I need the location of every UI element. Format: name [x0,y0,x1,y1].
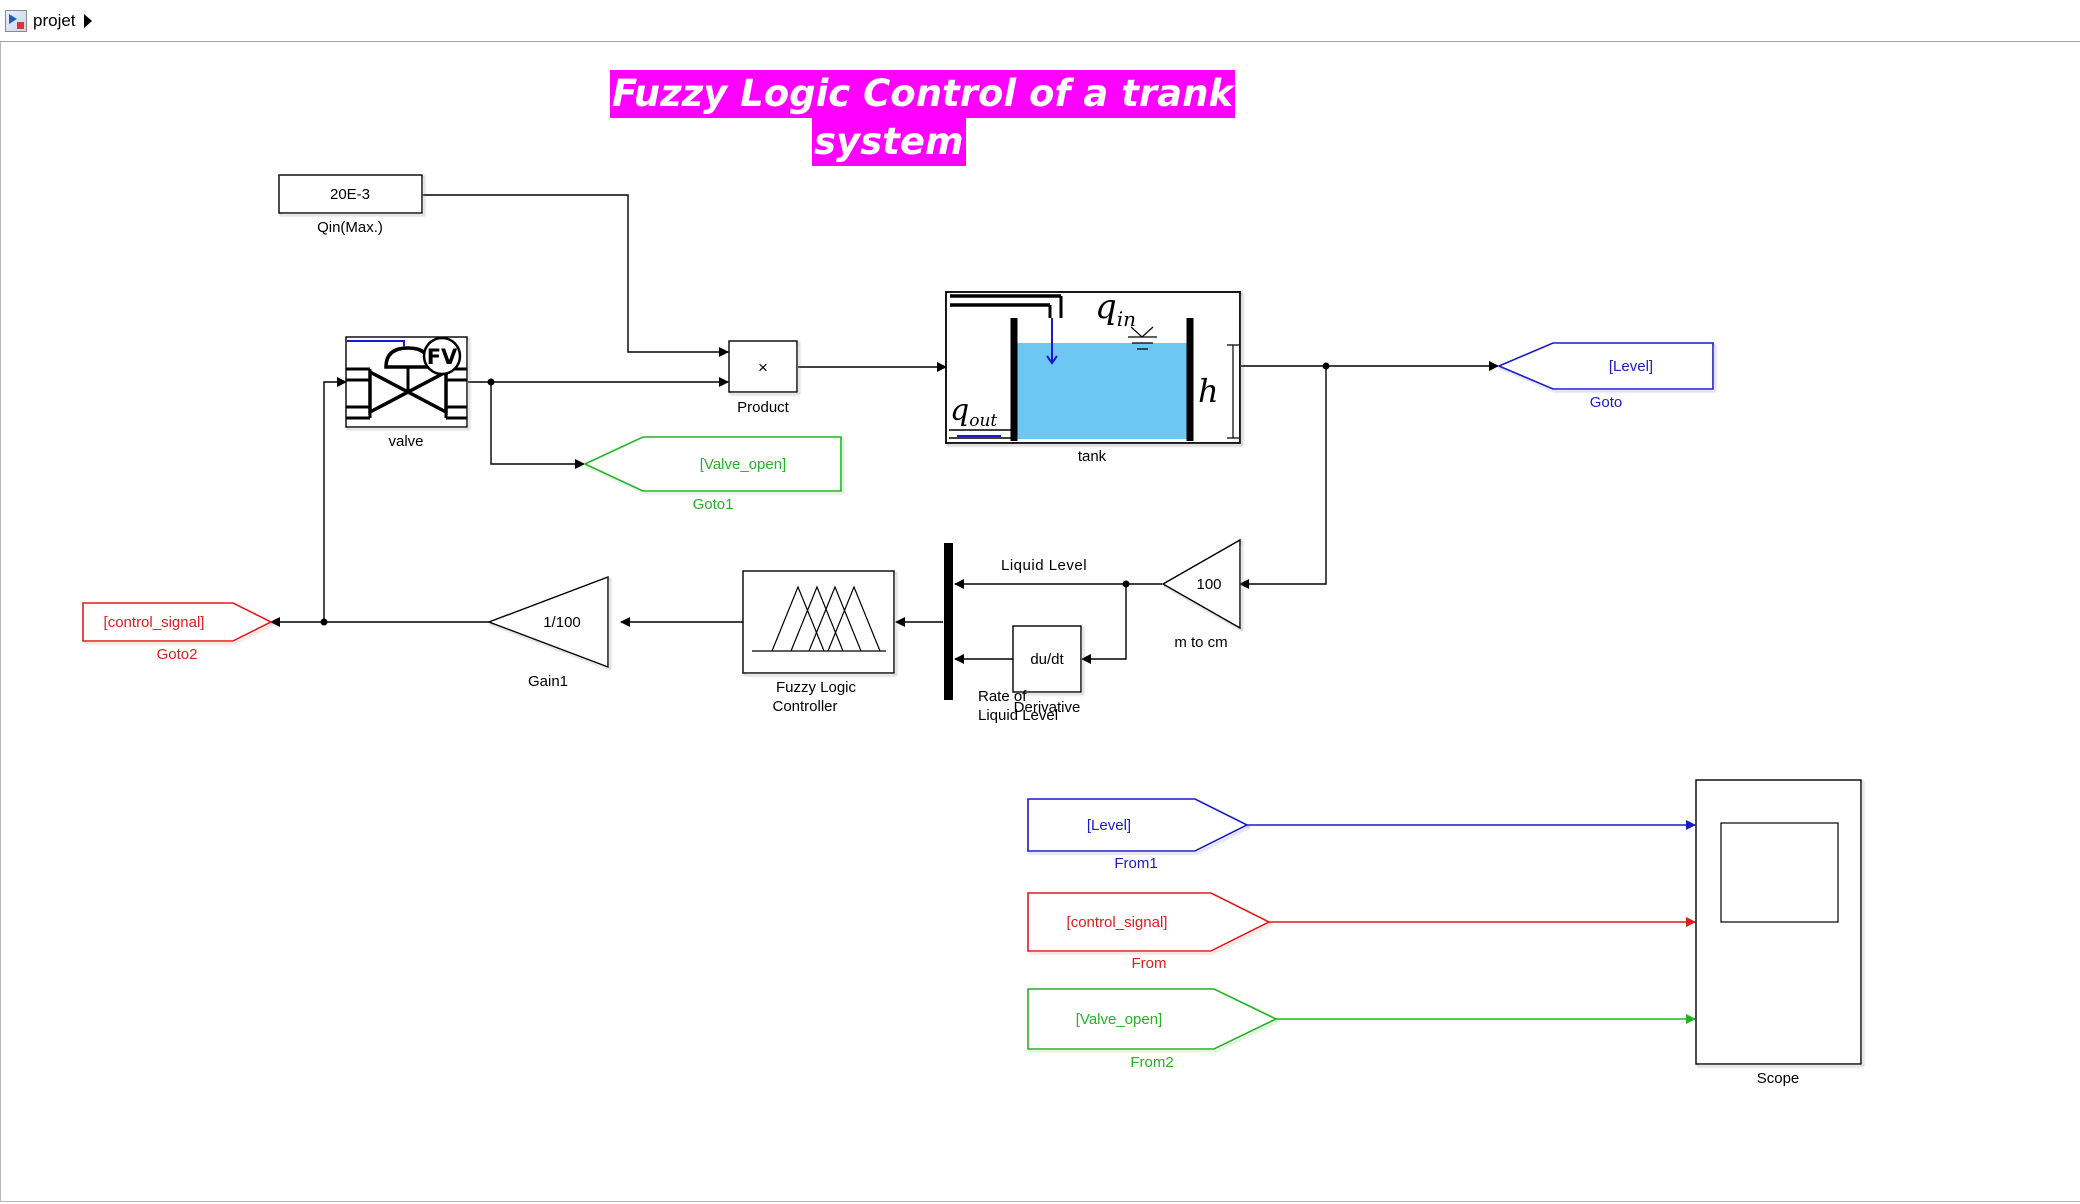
block-m-to-cm[interactable]: 100 m to cm [1161,538,1241,651]
line-level-to-gain[interactable] [1239,366,1327,589]
block-name-goto: Goto [1590,394,1623,411]
title-annotation-line2[interactable]: system [812,118,966,166]
derivative-block-body[interactable] [1012,625,1082,693]
block-name-scope: Scope [1757,1070,1800,1087]
block-gain1[interactable]: 1/100 Gain1 [487,575,609,690]
block-from1[interactable]: [Level] From1 [1027,798,1249,872]
scope-signal-lines [1247,820,1696,1024]
goto1-shape[interactable] [583,436,842,492]
derivative-value: du/dt [1030,651,1064,668]
from2-shape[interactable] [1027,988,1278,1050]
block-mux[interactable] [944,543,953,700]
scope-screen-icon [1720,822,1839,923]
block-goto1[interactable]: [Valve_open] Goto1 [583,436,842,513]
branch-points [320,362,1330,626]
block-tank[interactable]: qin qout h tank [945,287,1241,465]
signal-label-liquid-level: Liquid Level [1001,557,1087,574]
block-name-from2: From2 [1130,1054,1173,1071]
tank-icon [949,294,1239,441]
block-diagram: 20E-3 Qin(Max.) × Product FV valve [82,174,1862,1087]
mux-bar[interactable] [944,543,953,700]
block-name-tank: tank [1078,448,1107,465]
breadcrumb-model[interactable]: projet [33,10,76,30]
block-name-fuzzy-line2: Controller [772,698,837,715]
from-shape[interactable] [1027,892,1271,952]
block-name-fuzzy-line1: Fuzzy Logic [776,679,857,696]
tank-h-label: h [1198,372,1219,410]
chevron-right-icon[interactable] [83,13,92,28]
gain1-value: 1/100 [543,614,581,631]
from1-tag: [Level] [1087,817,1131,834]
line-qin-to-product[interactable] [422,194,729,357]
line-to-derivative[interactable] [1081,584,1127,664]
breadcrumb-bar: projet [0,0,2080,42]
signal-label-rate-line1: Rate of [978,688,1027,705]
valve-icon [346,336,467,420]
block-name-valve: valve [388,433,423,450]
block-scope[interactable]: Scope [1695,779,1862,1087]
block-name-goto1: Goto1 [693,496,734,513]
block-name-qin-max: Qin(Max.) [317,219,383,236]
from1-shape[interactable] [1027,798,1249,852]
block-name-goto2: Goto2 [157,646,198,663]
block-fuzzy-logic-controller[interactable]: Fuzzy Logic Controller [742,570,895,715]
simulink-model-icon[interactable] [5,9,27,32]
block-valve[interactable]: FV valve [345,336,468,450]
block-name-gain1: Gain1 [528,673,568,690]
line-valve-to-goto1[interactable] [490,382,585,469]
block-name-derivative: Derivative [1014,699,1081,716]
branch-point [487,378,495,386]
line-control-to-valve[interactable] [323,377,347,622]
block-product[interactable]: × Product [728,340,798,416]
tank-qout-label: qout [950,393,997,431]
from-tag: [control_signal] [1067,914,1168,931]
model-canvas[interactable]: Fuzzy Logic Control of a trank system [0,42,2080,1202]
block-from2[interactable]: [Valve_open] From2 [1027,988,1278,1071]
block-qin-max[interactable]: 20E-3 Qin(Max.) [278,174,423,236]
block-name-from: From [1132,955,1167,972]
product-block-body[interactable] [728,340,798,393]
title-annotation-line1[interactable]: Fuzzy Logic Control of a trank [610,70,1236,118]
block-goto-level[interactable]: [Level] Goto [1496,342,1714,411]
tank-qin-label: qin [1095,287,1136,331]
block-from[interactable]: [control_signal] From [1027,892,1271,972]
signal-label-rate-line2: Liquid Level [978,707,1058,724]
fuzzy-block-body[interactable] [742,570,895,674]
goto-level-tag: [Level] [1609,358,1653,375]
goto2-shape[interactable] [82,602,273,642]
goto-level-shape[interactable] [1496,342,1714,390]
block-derivative[interactable]: du/dt Derivative [1012,625,1082,716]
constant-block-body[interactable] [278,174,423,214]
block-goto2[interactable]: [control_signal] Goto2 [82,602,273,663]
goto2-tag: [control_signal] [104,614,205,631]
gain-value: 100 [1196,576,1221,593]
membership-functions-icon [752,585,886,652]
block-name-m-to-cm: m to cm [1174,634,1227,651]
constant-value: 20E-3 [330,186,370,203]
branch-point [1322,362,1330,370]
gain-triangle[interactable] [1161,538,1241,630]
valve-icon-label: FV [427,345,458,369]
block-name-from1: From1 [1114,855,1157,872]
block-name-product: Product [737,399,790,416]
branch-point [320,618,328,626]
branch-point [1122,580,1130,588]
goto1-tag: [Valve_open] [700,456,786,473]
gain1-triangle[interactable] [487,575,609,669]
product-symbol: × [758,358,768,377]
from2-tag: [Valve_open] [1076,1011,1162,1028]
tank-water [1014,343,1190,439]
